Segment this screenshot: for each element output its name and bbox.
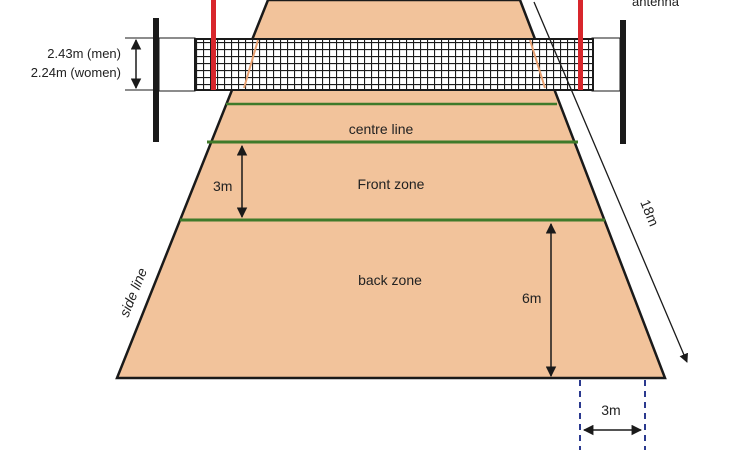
net-side-mark-right — [529, 39, 546, 89]
net-post-right — [620, 20, 626, 144]
net-post-left — [153, 18, 159, 142]
court-length-arrow — [533, 1, 688, 363]
court-surface — [115, 0, 667, 380]
front-zone-depth-label: 3m — [213, 178, 232, 194]
net-band-right — [591, 37, 621, 92]
court-length-label: 18m — [637, 197, 662, 228]
free-zone-width-label: 3m — [601, 402, 620, 418]
back-zone-depth-label: 6m — [522, 290, 541, 306]
back-zone-label: back zone — [358, 272, 422, 288]
net-band-left — [158, 37, 196, 92]
centre-line-label: centre line — [349, 121, 414, 137]
net-height-men-label: 2.43m (men) — [47, 46, 121, 61]
antenna-right — [578, 0, 583, 90]
net-side-mark-left — [243, 39, 259, 89]
antenna-left — [211, 0, 216, 90]
net-height-women-label: 2.24m (women) — [31, 65, 121, 80]
antenna-label: antenna — [632, 0, 680, 9]
net-mesh — [194, 38, 594, 91]
front-zone-label: Front zone — [358, 176, 425, 192]
